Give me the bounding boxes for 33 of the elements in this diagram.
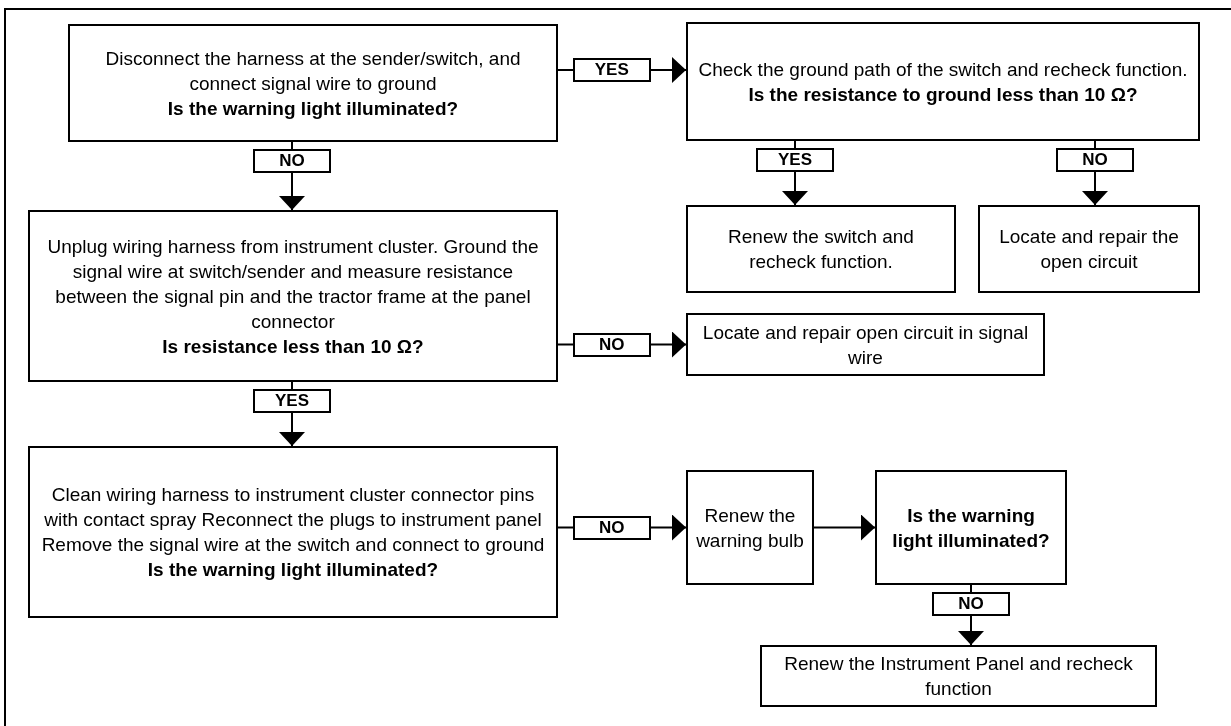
- edge-label: NO: [253, 149, 331, 173]
- arrow: [813, 514, 876, 541]
- process-box: [28, 446, 558, 618]
- question-text: Is the warning light illuminated?: [147, 558, 439, 582]
- process-box: [760, 645, 1157, 707]
- edge-label: NO: [572, 515, 651, 540]
- question-text: Is the warning light illuminated?: [891, 503, 1051, 553]
- step-text: Renew the switch and recheck function.: [727, 225, 915, 274]
- step-text: Clean wiring harness to instrument cluster connector pins with contact spray Reconnect the plugs to instrument panel Remove the signal wire at the switch and connect to ground: [40, 483, 546, 557]
- process-box: [978, 205, 1200, 293]
- step-text: Renew the warning bulb: [696, 503, 804, 553]
- process-box: [875, 470, 1067, 585]
- step-text: Check the ground path of the switch and recheck function.: [698, 57, 1188, 82]
- question-text: Is resistance less than 10 Ω?: [162, 334, 424, 359]
- step-text: Renew the Instrument Panel and recheck function: [783, 652, 1134, 701]
- process-box: [68, 24, 558, 142]
- process-box: [686, 470, 814, 585]
- step-text: Locate and repair the open circuit: [998, 225, 1180, 274]
- edge-label: YES: [253, 389, 331, 413]
- edge-label: NO: [1056, 148, 1134, 172]
- edge-label: NO: [572, 332, 651, 357]
- step-text: Locate and repair open circuit in signal wire: [701, 320, 1030, 370]
- process-box: [686, 205, 956, 293]
- process-box: [686, 313, 1045, 376]
- edge-label: NO: [932, 592, 1010, 616]
- process-box: [28, 210, 558, 382]
- process-box: [686, 22, 1200, 141]
- step-text: Unplug wiring harness from instrument cluster. Ground the signal wire at switch/sender and measure resistance between the signal pin and the tractor frame at the panel connector: [46, 234, 540, 334]
- question-text: Is the warning light illuminated?: [167, 96, 459, 121]
- step-text: Disconnect the harness at the sender/switch, and connect signal wire to ground: [104, 46, 522, 96]
- question-text: Is the resistance to ground less than 10 Ω?: [748, 82, 1138, 107]
- edge-label: YES: [572, 58, 651, 82]
- edge-label: YES: [756, 148, 834, 172]
